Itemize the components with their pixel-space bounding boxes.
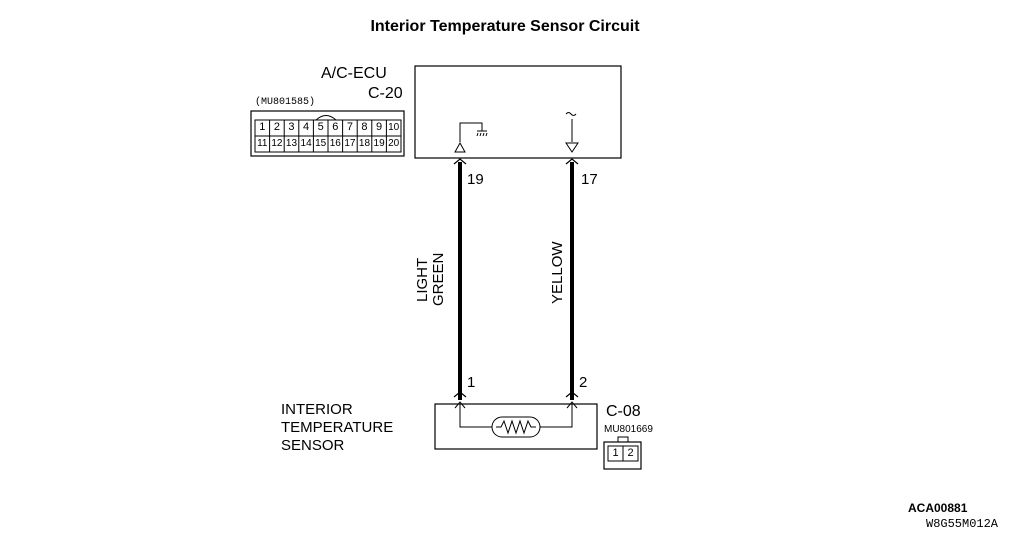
ecu-connector-pin-17: 17	[344, 138, 356, 149]
wire-color-green: GREEN	[430, 252, 447, 306]
ecu-box	[414, 65, 622, 159]
ground-symbol	[459, 122, 488, 142]
ecu-connector-pin-20: 20	[388, 138, 400, 149]
sensor-label-line1: INTERIOR	[281, 401, 353, 418]
ecu-pin19-terminal	[454, 141, 466, 153]
ecu-connector-pin-12: 12	[271, 138, 283, 149]
thermistor-symbol	[459, 404, 573, 438]
ecu-connector-pin-16: 16	[329, 138, 341, 149]
sensor-pin2-terminal	[566, 401, 578, 409]
ecu-connector-pin-9: 9	[376, 121, 383, 133]
wire-color-light: LIGHT	[414, 257, 431, 302]
ecu-connector-pin-19: 19	[373, 138, 385, 149]
sensor-connector-id: C-08	[606, 403, 641, 420]
ecu-connector-part-number: (MU801585)	[255, 97, 316, 108]
ecu-connector-pin-3: 3	[288, 121, 295, 133]
ecu-connector-id: C-20	[368, 85, 403, 102]
sensor-pin-1-label: 1	[467, 374, 476, 391]
ecu-pin-17-label: 17	[581, 171, 598, 188]
figure-id: W8G55M012A	[926, 517, 999, 531]
ecu-pin-19-label: 19	[467, 171, 484, 188]
ecu-connector-pin-1: 1	[259, 121, 266, 133]
ecu-connector-pin-15: 15	[315, 138, 327, 149]
ecu-connector-pin-14: 14	[300, 138, 312, 149]
sensor-connector-pin-2: 2	[627, 447, 634, 459]
sensor-label-line2: TEMPERATURE	[281, 419, 394, 436]
ecu-connector-pin-2: 2	[273, 121, 280, 133]
sensor-pin2-connector	[565, 391, 579, 398]
ecu-pin17-connector	[565, 158, 579, 165]
sensor-box	[434, 403, 598, 450]
sensor-pin-2-label: 2	[579, 374, 588, 391]
sensor-pin1-terminal	[454, 401, 466, 409]
sensor-connector-face	[603, 436, 642, 470]
ecu-connector-pin-4: 4	[303, 121, 310, 133]
sensor-connector-pin-1: 1	[612, 447, 619, 459]
ecu-connector-pin-13: 13	[285, 138, 298, 149]
ecu-connector-pin-8: 8	[361, 121, 368, 133]
ecu-name: A/C-ECU	[321, 65, 387, 82]
sensor-pin1-connector	[453, 391, 467, 398]
ecu-connector-cells	[269, 120, 387, 152]
ecu-connector-pin-7: 7	[346, 121, 353, 133]
diagram-title: Interior Temperature Sensor Circuit	[370, 18, 640, 35]
ecu-connector-pin-11: 11	[257, 138, 268, 149]
ecu-connector-pin-18: 18	[358, 138, 371, 149]
ecu-connector-pin-10: 10	[388, 122, 400, 133]
ecu-connector-pin-6: 6	[332, 121, 339, 133]
ecu-pin19-connector	[453, 158, 467, 165]
reference-code: ACA00881	[908, 501, 968, 515]
ecu-connector-pin-5: 5	[317, 121, 324, 133]
sensor-supply-symbol	[565, 112, 579, 153]
wire-color-yellow: YELLOW	[549, 241, 566, 304]
sensor-label-line3: SENSOR	[281, 437, 345, 454]
sensor-connector-part-number: MU801669	[604, 424, 653, 435]
